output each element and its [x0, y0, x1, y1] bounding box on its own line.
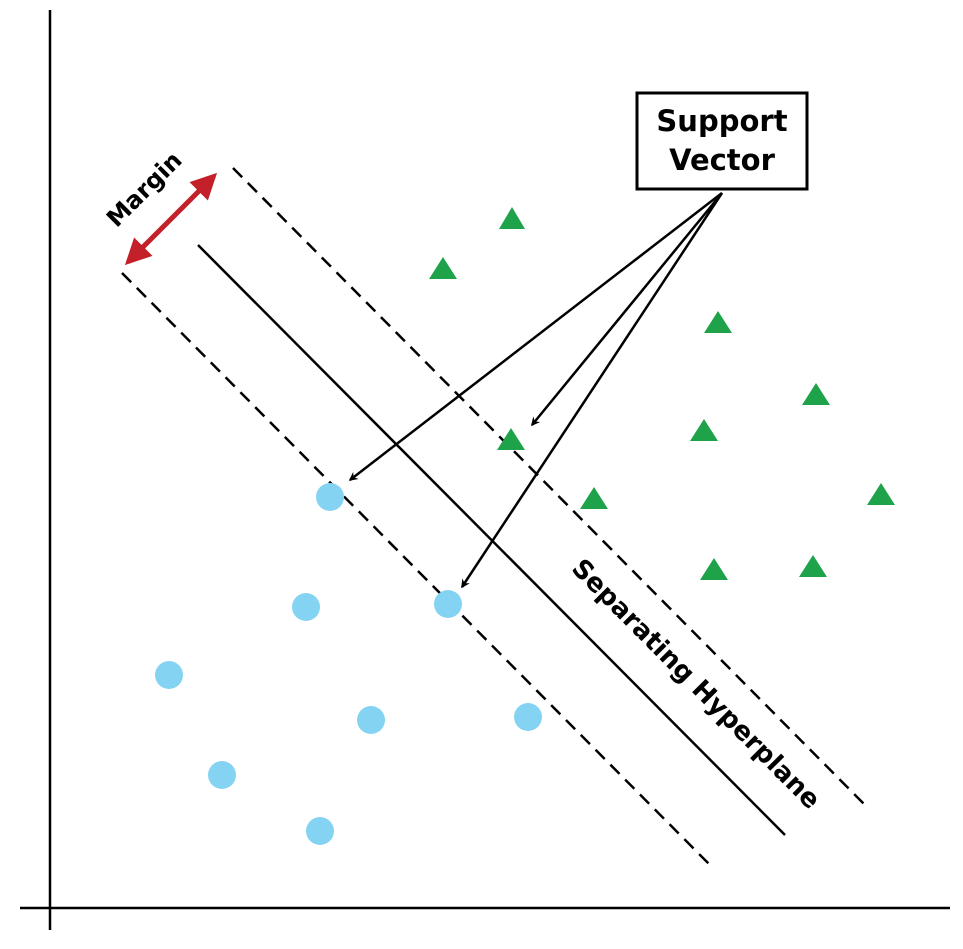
- separating-hyperplane-line: [197, 244, 786, 836]
- support-vector-arrow: [348, 192, 723, 481]
- support-vector-box: [635, 91, 809, 191]
- support-vector-arrow: [531, 192, 723, 427]
- margin-label: Margin: [101, 146, 188, 233]
- circle-point: [316, 483, 344, 511]
- circle-point: [208, 761, 236, 789]
- circle-point: [306, 817, 334, 845]
- triangle-point: [700, 558, 728, 580]
- triangle-point: [580, 487, 608, 509]
- lower-margin-line: [121, 272, 711, 866]
- triangle-point: [802, 383, 830, 405]
- margin-arrow: [124, 172, 218, 266]
- circle-point: [434, 590, 462, 618]
- circle-point: [514, 703, 542, 731]
- circle-point: [357, 706, 385, 734]
- upper-margin-line: [232, 167, 869, 809]
- triangle-point: [499, 207, 525, 229]
- triangle-point: [799, 555, 827, 577]
- triangle-point: [497, 428, 525, 450]
- circle-point: [155, 661, 183, 689]
- hyperplane-label: Separating Hyperplane: [565, 553, 825, 815]
- triangle-point: [429, 257, 457, 279]
- triangle-point: [690, 419, 718, 441]
- circle-point: [292, 593, 320, 621]
- support-vector-label-line2: Vector: [669, 143, 776, 177]
- triangle-point: [704, 311, 732, 333]
- support-vector-arrow: [460, 192, 724, 589]
- triangle-point: [867, 483, 895, 505]
- support-vector-label-line1: Support: [656, 104, 787, 138]
